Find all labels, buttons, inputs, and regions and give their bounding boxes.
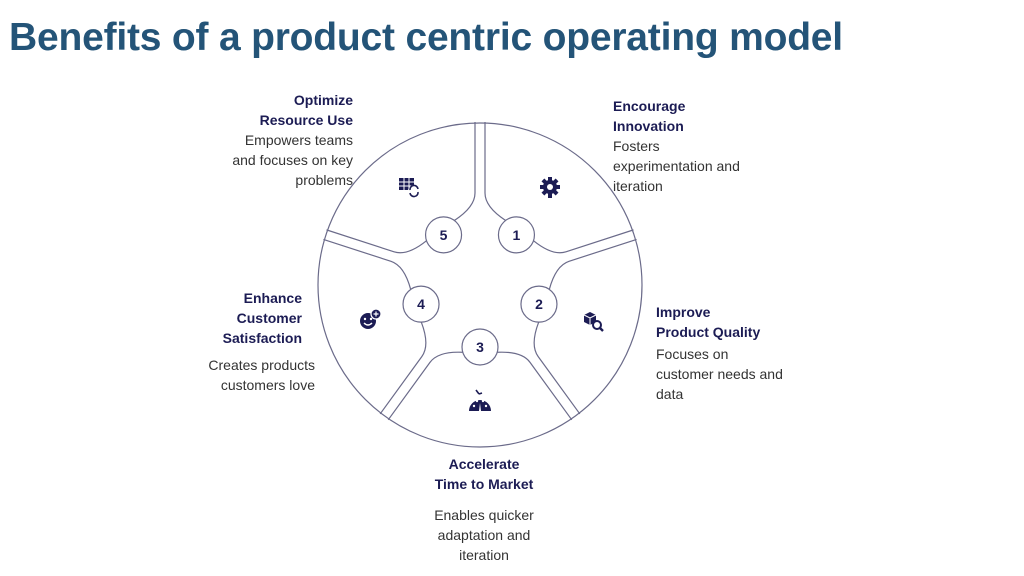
divider-line: [533, 229, 634, 254]
benefit-3-text: Accelerate Time to Market Enables quicke…: [384, 454, 584, 565]
step-number: 4: [417, 296, 425, 312]
benefit-2-text: Improve Product Quality Focuses on custo…: [656, 302, 783, 404]
benefit-body: problems: [295, 172, 353, 188]
benefit-heading: Satisfaction: [222, 330, 302, 346]
benefit-body: experimentation and: [613, 158, 740, 174]
benefit-4-body: Creates products customers love: [150, 355, 315, 395]
benefit-body: and focuses on key: [232, 152, 353, 168]
benefit-heading: Optimize: [293, 92, 353, 108]
divider-line: [323, 238, 412, 290]
divider-line: [548, 238, 637, 290]
divider-line: [484, 122, 506, 221]
benefit-heading: Customer: [236, 310, 302, 326]
divider-line: [326, 229, 427, 254]
benefit-body: customers love: [220, 377, 315, 393]
divider-line: [454, 122, 476, 221]
benefit-heading: Enhance: [243, 290, 302, 306]
step-3-badge: [461, 328, 499, 366]
benefit-1-text: Encourage Innovation Fosters experimenta…: [613, 96, 740, 196]
benefit-body: iteration: [459, 547, 509, 563]
benefit-heading: Resource Use: [259, 112, 353, 128]
benefit-heading: Time to Market: [434, 476, 534, 492]
benefit-heading: Accelerate: [448, 456, 520, 472]
benefit-body: Creates products: [208, 357, 315, 373]
benefit-5-text: Optimize Resource Use Empowers teams and…: [180, 90, 353, 190]
benefit-body: Enables quicker: [434, 507, 534, 523]
divider-line: [497, 351, 573, 421]
step-number: 2: [535, 296, 543, 312]
divider-line: [533, 321, 581, 415]
benefit-body: iteration: [613, 178, 663, 194]
step-number: 3: [476, 339, 484, 355]
step-4-badge: [402, 285, 440, 323]
step-number: 5: [440, 227, 448, 243]
benefit-4-text: Enhance Customer Satisfaction: [150, 288, 302, 348]
benefit-heading: Encourage: [613, 98, 686, 114]
benefit-body: Fosters: [613, 138, 660, 154]
benefit-body: customer needs and: [656, 366, 783, 382]
divider-line: [387, 351, 463, 421]
benefit-body: data: [656, 386, 684, 402]
box-search-icon: [583, 312, 604, 332]
benefit-heading: Product Quality: [656, 324, 761, 340]
page-title: Benefits of a product centric operating …: [9, 16, 843, 59]
outer-ring: [317, 122, 643, 448]
benefit-body: adaptation and: [437, 527, 531, 543]
divider-line: [379, 321, 427, 415]
smiley-add-icon: [360, 308, 382, 329]
gear-icon: [540, 177, 560, 198]
speedometer-icon: [469, 389, 491, 411]
step-number: 1: [513, 227, 521, 243]
benefit-body: Focuses on: [656, 346, 729, 362]
step-5-badge: [424, 216, 463, 254]
table-refresh-icon: [399, 178, 420, 198]
benefit-heading: Improve: [656, 304, 711, 320]
step-1-badge: [497, 216, 536, 254]
benefit-heading: Innovation: [613, 118, 684, 134]
step-2-badge: [520, 285, 558, 323]
benefit-body: Empowers teams: [244, 132, 353, 148]
